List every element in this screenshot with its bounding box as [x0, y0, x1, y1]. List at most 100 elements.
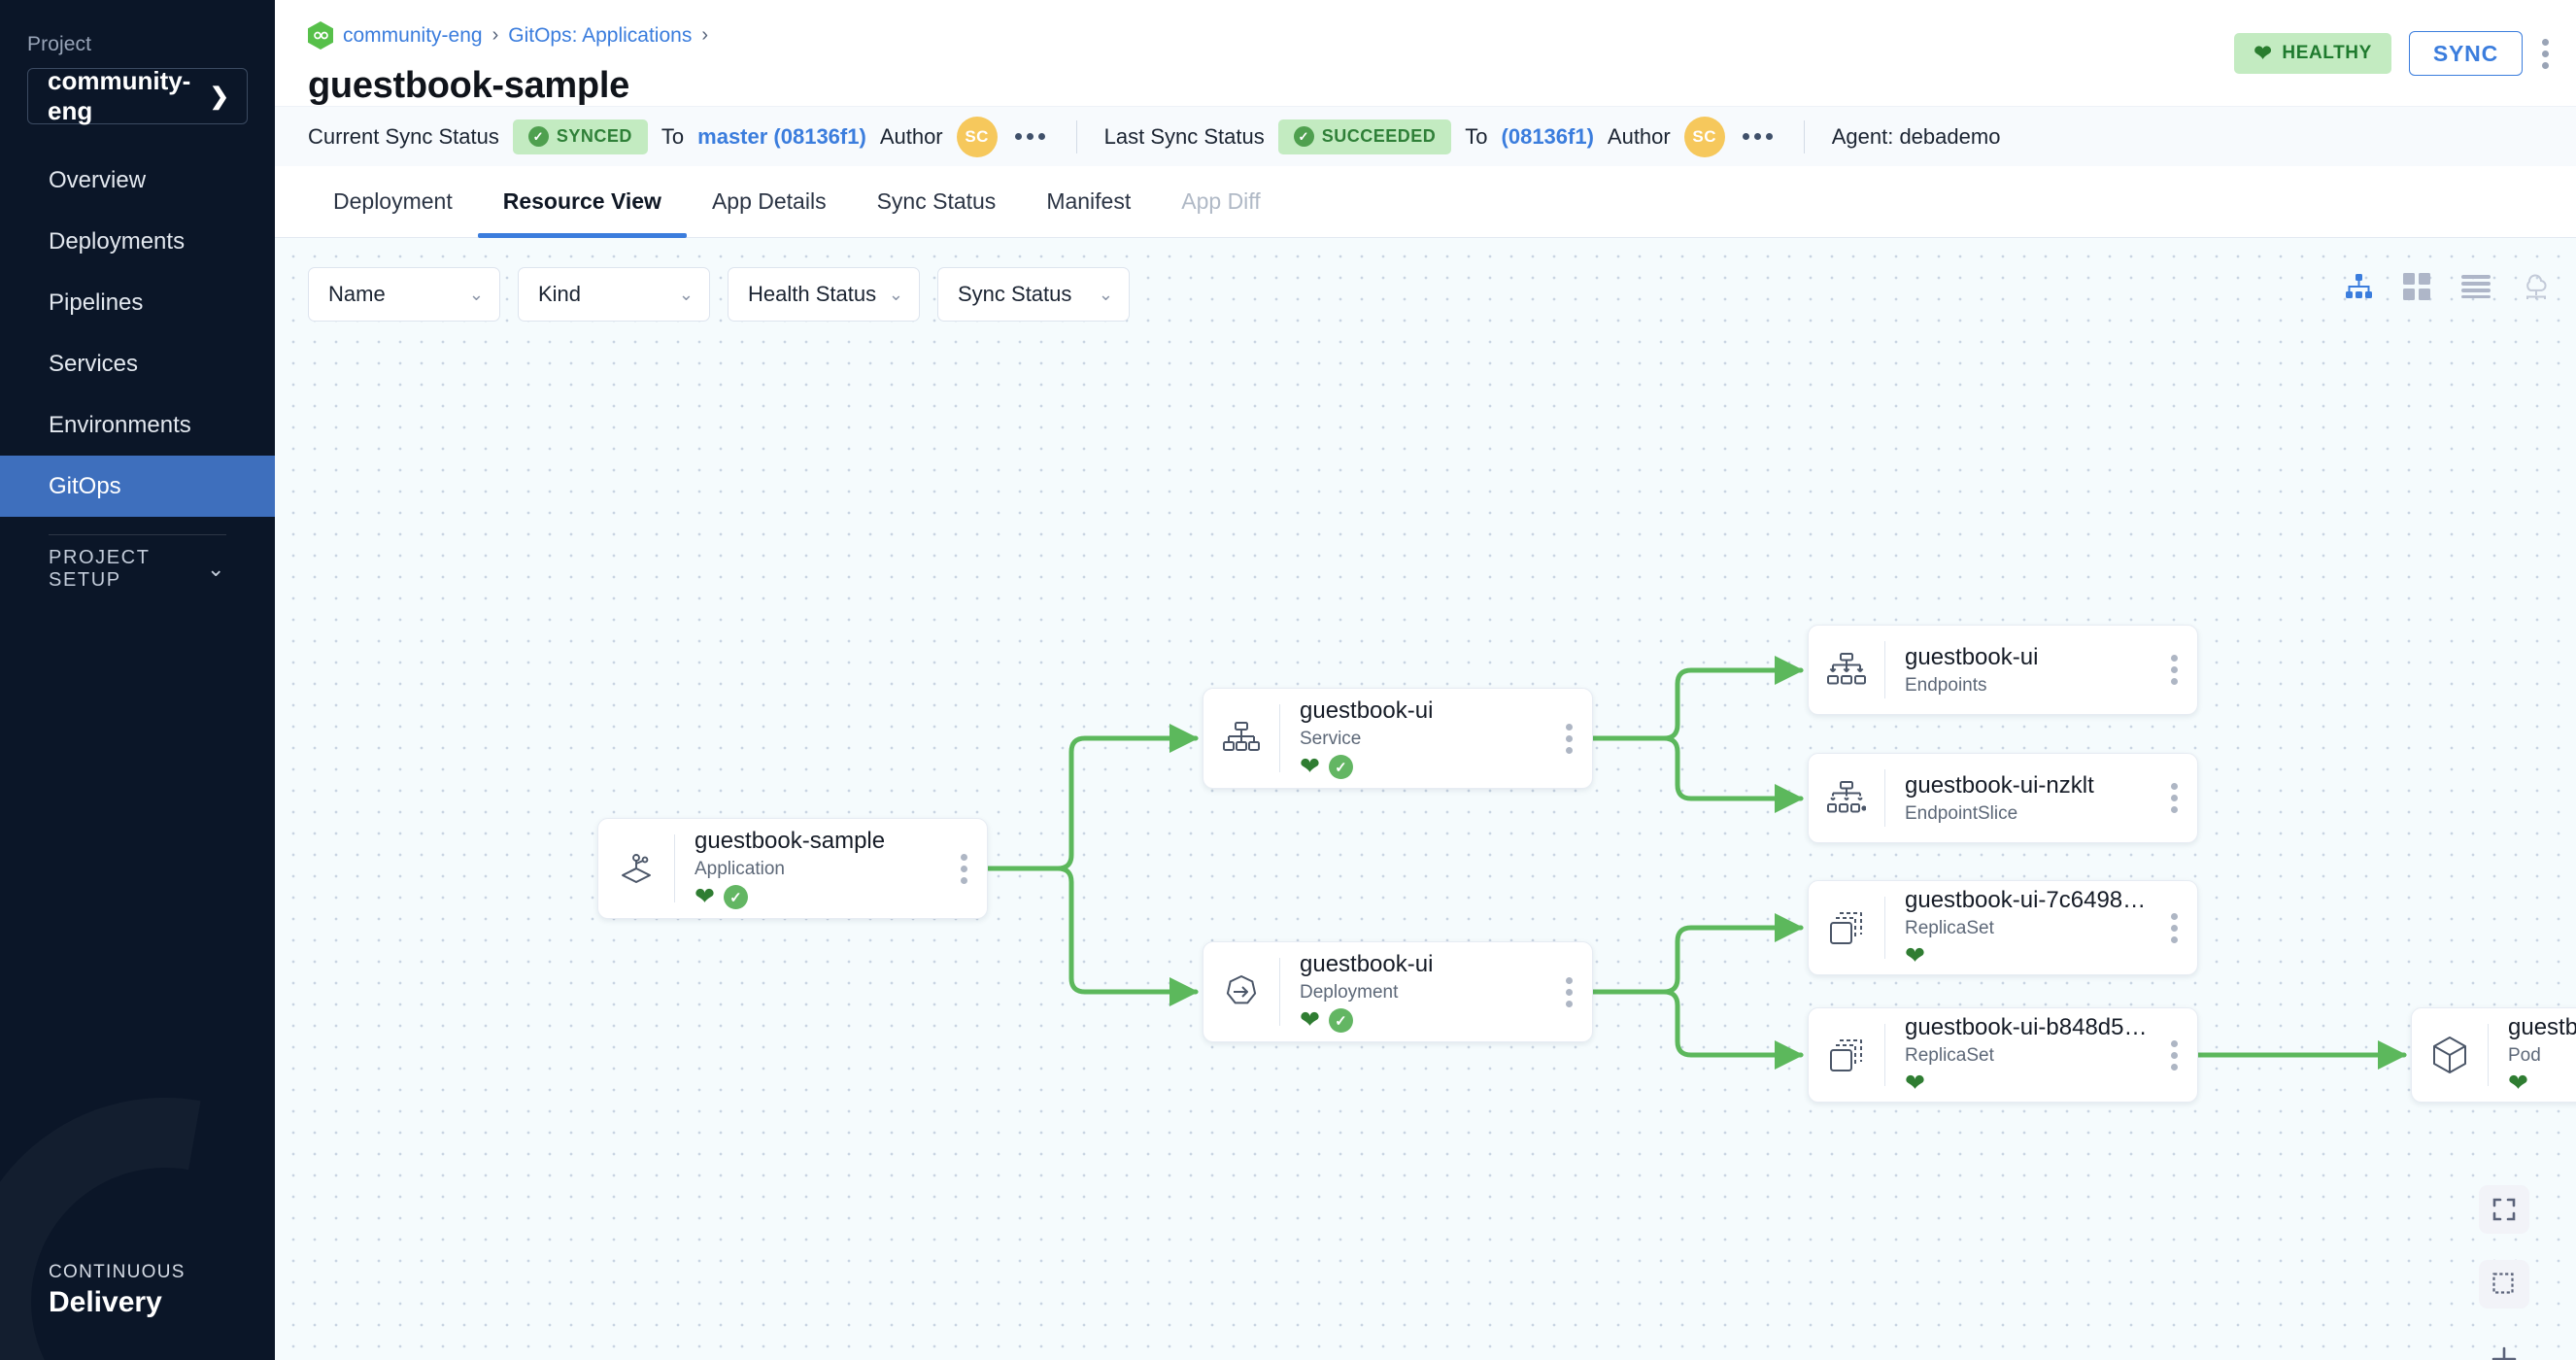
sidebar-section-label: PROJECT SETUP	[49, 547, 151, 591]
resource-graph-canvas[interactable]: Name ⌄ Kind ⌄ Health Status ⌄ Sync Statu…	[275, 238, 2576, 1360]
node-kind: Service	[1300, 728, 1362, 749]
network-view-icon[interactable]	[2522, 273, 2551, 300]
sidebar-item-label: Overview	[49, 166, 147, 193]
graph-node-deployment[interactable]: guestbook-ui Deployment ❤ ✓	[1203, 941, 1593, 1042]
node-menu-button[interactable]	[1556, 976, 1592, 1007]
fullscreen-icon[interactable]	[2479, 1185, 2529, 1234]
graph-node-replicaset[interactable]: guestbook-ui-7c64987dc9 ReplicaSet ❤	[1808, 880, 2198, 975]
filter-name[interactable]: Name ⌄	[308, 267, 500, 322]
filter-label: Name	[328, 282, 386, 306]
current-sync-more-button[interactable]	[1011, 133, 1049, 140]
tree-view-icon[interactable]	[2345, 274, 2372, 299]
divider	[674, 834, 675, 902]
zoom-in-icon[interactable]	[2479, 1335, 2529, 1360]
sidebar-item-label: Deployments	[49, 227, 186, 255]
pod-icon	[2412, 1036, 2488, 1074]
last-to-label: To	[1465, 123, 1488, 149]
tab-app-details[interactable]: App Details	[687, 166, 852, 237]
sidebar-item-label: Services	[49, 350, 139, 377]
node-kind: ReplicaSet	[1905, 1044, 1994, 1066]
sidebar-item-pipelines[interactable]: Pipelines	[0, 272, 275, 333]
graph-node-pod[interactable]: guestbook-ui-b848d5d9… Pod ❤	[2411, 1007, 2576, 1103]
node-body: guestbook-ui Deployment ❤ ✓	[1280, 951, 1556, 1034]
divider	[1279, 958, 1280, 1026]
filter-label: Sync Status	[958, 282, 1072, 306]
select-region-icon[interactable]	[2479, 1260, 2529, 1309]
graph-node-endpointslice[interactable]: guestbook-ui-nzklt EndpointSlice	[1808, 753, 2198, 843]
tab-sync-status[interactable]: Sync Status	[852, 166, 1022, 237]
filter-sync-status[interactable]: Sync Status ⌄	[937, 267, 1130, 322]
node-name: guestbook-sample	[695, 827, 886, 854]
more-options-button[interactable]	[2540, 38, 2555, 69]
health-heart-icon: ❤	[2508, 1070, 2528, 1097]
main-content: community-eng › GitOps: Applications › g…	[275, 0, 2576, 1360]
current-sync-status-group: Current Sync Status ✓ SYNCED To master (…	[308, 116, 1049, 157]
project-selector[interactable]: community-eng ❯	[27, 66, 248, 125]
tab-label: Resource View	[502, 188, 661, 214]
sidebar-item-gitops[interactable]: GitOps	[0, 456, 275, 517]
node-status-badges: ❤	[2508, 1071, 2576, 1097]
filter-health-status[interactable]: Health Status ⌄	[728, 267, 920, 322]
graph-node-replicaset[interactable]: guestbook-ui-b848d5d9d ReplicaSet ❤	[1808, 1007, 2198, 1103]
node-menu-button[interactable]	[2161, 912, 2197, 943]
graph-node-application[interactable]: guestbook-sample Application ❤ ✓	[597, 818, 988, 919]
node-kind: EndpointSlice	[1905, 802, 2018, 824]
filter-label: Health Status	[748, 282, 877, 306]
health-heart-icon: ❤	[1300, 753, 1320, 780]
node-name: guestbook-ui-b848d5d9…	[2508, 1013, 2576, 1040]
last-sync-more-button[interactable]	[1739, 133, 1777, 140]
node-kind: Application	[695, 858, 785, 879]
tab-label: App Diff	[1181, 188, 1261, 214]
tab-app-diff: App Diff	[1156, 166, 1285, 237]
node-menu-button[interactable]	[2161, 1039, 2197, 1071]
graph-edges	[985, 656, 2407, 1070]
divider	[1884, 641, 1885, 698]
deployment-icon	[1203, 972, 1279, 1011]
tab-resource-view[interactable]: Resource View	[477, 166, 688, 238]
node-menu-button[interactable]	[951, 853, 987, 884]
node-status-badges: ❤	[1905, 1071, 2152, 1097]
node-status-badges: ❤ ✓	[1300, 755, 1546, 780]
breadcrumb-item-1[interactable]: GitOps: Applications	[508, 23, 693, 47]
health-heart-icon: ❤	[1300, 1006, 1320, 1034]
sidebar-item-overview[interactable]: Overview	[0, 150, 275, 211]
node-status-badges: ❤ ✓	[695, 885, 941, 910]
sidebar-item-deployments[interactable]: Deployments	[0, 211, 275, 272]
chevron-down-icon: ⌄	[206, 557, 226, 581]
grid-view-icon[interactable]	[2403, 273, 2430, 300]
service-icon	[1203, 721, 1279, 756]
last-sync-target-link[interactable]: (08136f1)	[1501, 123, 1594, 149]
breadcrumb: community-eng › GitOps: Applications ›	[308, 21, 2234, 50]
zoom-controls	[2479, 1185, 2529, 1360]
node-name: guestbook-ui	[1300, 697, 1434, 724]
graph-node-endpoints[interactable]: guestbook-ui Endpoints	[1808, 625, 2198, 715]
breadcrumb-item-0[interactable]: community-eng	[343, 23, 483, 47]
node-menu-button[interactable]	[2161, 655, 2197, 685]
endpointslice-icon	[1809, 780, 1884, 816]
sidebar-item-environments[interactable]: Environments	[0, 394, 275, 456]
list-view-icon[interactable]	[2461, 275, 2491, 298]
tab-label: Sync Status	[876, 188, 997, 214]
node-kind: ReplicaSet	[1905, 917, 1994, 938]
heart-icon: ❤	[2254, 41, 2273, 65]
avatar: SC	[956, 116, 998, 157]
filter-kind[interactable]: Kind ⌄	[518, 267, 710, 322]
node-body: guestbook-ui-b848d5d9d ReplicaSet ❤	[1885, 1014, 2161, 1097]
sidebar-section-project-setup[interactable]: PROJECT SETUP ⌄	[0, 535, 275, 603]
node-menu-button[interactable]	[1556, 723, 1592, 754]
divider	[1884, 769, 1885, 827]
current-to-label: To	[661, 123, 685, 149]
graph-node-service[interactable]: guestbook-ui Service ❤ ✓	[1203, 688, 1593, 789]
sync-button[interactable]: SYNC	[2408, 31, 2523, 76]
status-badge-succeeded-label: SUCCEEDED	[1321, 126, 1437, 146]
tab-manifest[interactable]: Manifest	[1021, 166, 1156, 237]
sidebar-item-services[interactable]: Services	[0, 333, 275, 394]
divider	[1884, 897, 1885, 959]
node-menu-button[interactable]	[2161, 783, 2197, 813]
brand-line-1: CONTINUOUS	[49, 1262, 186, 1282]
status-badge-healthy-label: HEALTHY	[2282, 43, 2372, 63]
check-circle-icon: ✓	[1293, 126, 1314, 147]
tab-deployment[interactable]: Deployment	[308, 166, 478, 237]
current-sync-target-link[interactable]: master (08136f1)	[697, 123, 866, 149]
